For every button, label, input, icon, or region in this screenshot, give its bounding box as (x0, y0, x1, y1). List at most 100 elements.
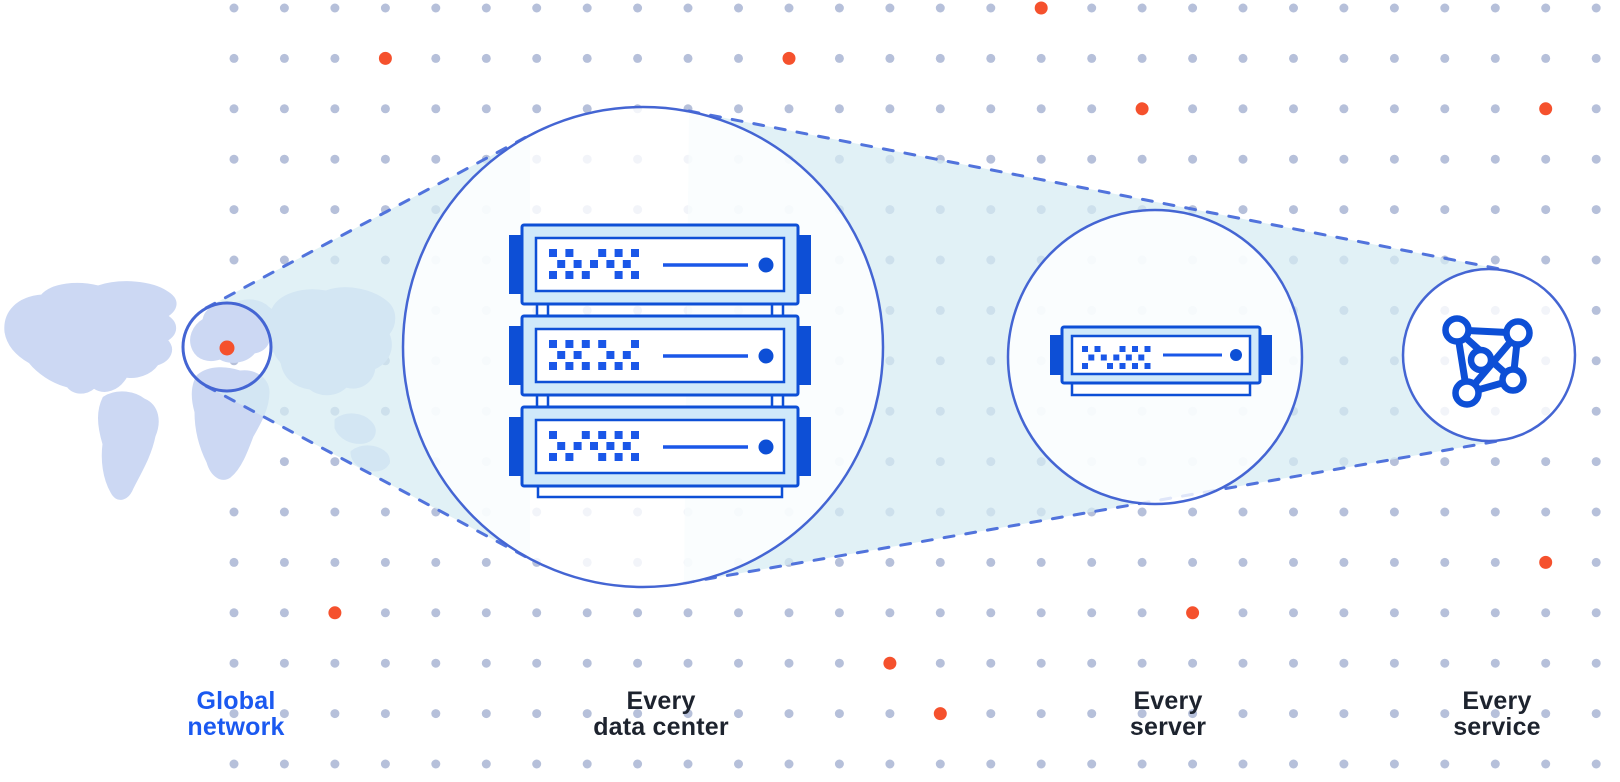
grid-dot (1541, 759, 1551, 769)
grid-dot (582, 53, 592, 63)
grid-dot (229, 658, 239, 668)
label-line: Every (1462, 687, 1532, 715)
grid-dot (532, 53, 542, 63)
led-square (598, 340, 607, 348)
grid-dot (834, 709, 844, 719)
label-line: service (1453, 713, 1541, 741)
grid-dot (1238, 205, 1248, 215)
grid-dot (330, 154, 340, 164)
grid-dot (1389, 557, 1399, 567)
grid-dot (279, 658, 289, 668)
label-line: server (1129, 713, 1207, 741)
grid-dot (1238, 104, 1248, 114)
grid-dot (1289, 608, 1298, 618)
grid-dot (330, 658, 340, 668)
led-square (565, 249, 574, 257)
mesh-node (1503, 318, 1533, 348)
grid-dot (1137, 154, 1147, 164)
grid-dot (1389, 154, 1399, 164)
beam-dashed-edges (204, 109, 1507, 585)
grid-dot (532, 608, 542, 618)
grid-dot (229, 759, 239, 769)
grid-dot (481, 104, 491, 114)
server-power-dot (758, 439, 774, 455)
grid-dot (834, 53, 844, 63)
grid-dot (1339, 759, 1349, 769)
grid-dot (734, 3, 743, 13)
grid-dot (1591, 53, 1601, 63)
grid-dot (431, 658, 441, 668)
grid-dot (834, 104, 844, 114)
grid-dot (986, 658, 996, 668)
label-line: Every (1133, 687, 1203, 715)
grid-dot (734, 709, 743, 719)
grid-dot (1591, 709, 1601, 719)
led-square (557, 351, 566, 359)
led-square (631, 249, 639, 257)
mesh-node (1442, 315, 1472, 345)
led-square (557, 442, 566, 450)
led-square (1107, 363, 1113, 369)
grid-dot (1339, 154, 1349, 164)
rack-ear-left (509, 417, 524, 476)
dashed-edge-bottom-left (204, 384, 532, 561)
server-led-matrix (549, 249, 639, 279)
grid-dot (1591, 255, 1601, 265)
grid-dot (1036, 154, 1046, 164)
grid-dot (1087, 104, 1097, 114)
rack-ear-left (509, 326, 524, 385)
grid-dot (834, 759, 844, 769)
grid-dot-orange (328, 606, 342, 620)
grid-dot (380, 154, 390, 164)
grid-dot (582, 104, 592, 114)
led-square (573, 351, 582, 359)
led-square (590, 442, 598, 450)
grid-dot (935, 104, 945, 114)
grid-dot (229, 709, 239, 719)
grid-dot (1440, 759, 1450, 769)
grid-dot (1289, 205, 1298, 215)
led-square (1113, 354, 1120, 361)
grid-dot (279, 759, 289, 769)
led-square (1119, 363, 1126, 369)
grid-dot (1087, 759, 1097, 769)
led-square (631, 431, 639, 439)
grid-dot (1440, 104, 1450, 114)
grid-dot (1389, 709, 1399, 719)
led-square (598, 249, 607, 257)
grid-dot (1591, 507, 1601, 517)
grid-dot (885, 3, 895, 13)
grid-dot (330, 457, 340, 467)
grid-dot (1036, 557, 1046, 567)
led-square (614, 362, 623, 370)
dashed-edge-top-right (687, 109, 1507, 272)
grid-dot (1339, 608, 1349, 618)
led-square (631, 271, 639, 279)
grid-dot (582, 658, 592, 668)
label-line: Every (626, 687, 696, 715)
rack-ear-right (1259, 335, 1272, 375)
grid-dot (734, 759, 743, 769)
grid-dot (279, 255, 289, 265)
grid-dot (1339, 205, 1349, 215)
grid-dot (1541, 205, 1551, 215)
grid-dot-orange (1135, 102, 1149, 116)
grid-dot (986, 608, 996, 618)
led-square (581, 271, 590, 279)
led-square (549, 431, 557, 439)
grid-dot (1389, 104, 1399, 114)
grid-dot (633, 53, 643, 63)
grid-dot (330, 507, 340, 517)
rack-ear-left (509, 235, 524, 294)
grid-dot (734, 608, 743, 618)
grid-dot (1440, 608, 1450, 618)
grid-dot (683, 53, 693, 63)
led-square (590, 260, 598, 268)
grid-dot (1188, 709, 1198, 719)
led-square (549, 249, 557, 257)
grid-dot (1036, 53, 1046, 63)
led-square (1144, 346, 1151, 352)
grid-dot (1188, 507, 1198, 517)
grid-dot (1490, 709, 1500, 719)
